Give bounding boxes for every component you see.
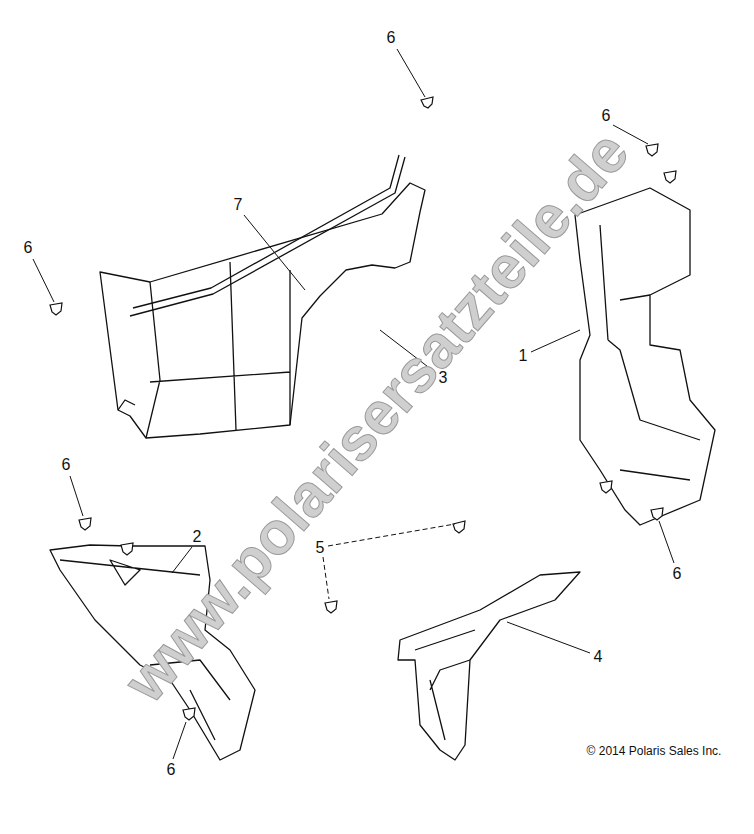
callout-number: 6 xyxy=(167,762,176,778)
fasteners xyxy=(50,97,676,720)
leader-lines xyxy=(33,49,674,759)
callout-number: 6 xyxy=(673,566,682,582)
callout-number: 2 xyxy=(193,529,202,545)
side-panel-right xyxy=(575,188,715,525)
callout-number: 4 xyxy=(594,649,603,665)
copyright-note: © 2014 Polaris Sales Inc. xyxy=(587,745,722,757)
callout-number: 1 xyxy=(519,348,528,364)
shroud-bar xyxy=(130,155,405,316)
callout-number: 6 xyxy=(24,240,33,256)
callout-number: 5 xyxy=(316,540,325,556)
callout-number: 7 xyxy=(234,197,243,213)
center-panel xyxy=(398,572,580,760)
callout-number: 6 xyxy=(62,457,71,473)
callout-number: 6 xyxy=(602,108,611,124)
callout-number: 6 xyxy=(387,30,396,46)
